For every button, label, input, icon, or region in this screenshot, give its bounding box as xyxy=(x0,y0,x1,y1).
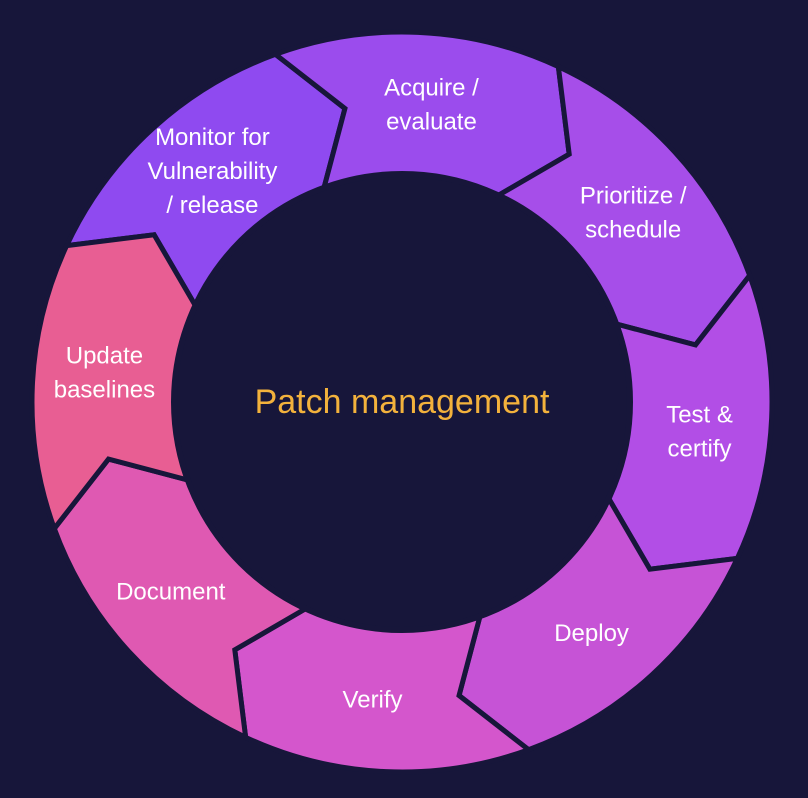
label-acquire-line: evaluate xyxy=(386,108,477,135)
label-deploy: Deploy xyxy=(554,620,629,647)
label-monitor-line: / release xyxy=(166,192,258,219)
cycle-segments xyxy=(29,29,775,775)
label-test: Test & certify xyxy=(666,401,733,462)
label-deploy-line: Deploy xyxy=(554,620,629,647)
center-title: Patch management xyxy=(255,383,550,421)
label-acquire-line: Acquire / xyxy=(384,74,479,101)
label-test-line: certify xyxy=(668,435,732,462)
label-update-line: Update xyxy=(66,343,143,370)
label-verify-line: Verify xyxy=(343,687,403,714)
label-monitor-line: Vulnerability xyxy=(147,158,277,185)
center-hub xyxy=(171,171,633,633)
label-acquire: Acquire / evaluate xyxy=(384,74,479,135)
label-prioritize-line: schedule xyxy=(585,216,681,243)
label-prioritize: Prioritize / schedule xyxy=(580,182,687,243)
label-document: Document xyxy=(116,579,226,606)
label-monitor-line: Monitor for xyxy=(155,124,270,151)
label-verify: Verify xyxy=(343,687,403,714)
label-prioritize-line: Prioritize / xyxy=(580,182,687,209)
label-update-line: baselines xyxy=(54,377,155,404)
label-test-line: Test & xyxy=(666,401,733,428)
label-update: Update baselines xyxy=(54,343,155,404)
label-document-line: Document xyxy=(116,579,226,606)
